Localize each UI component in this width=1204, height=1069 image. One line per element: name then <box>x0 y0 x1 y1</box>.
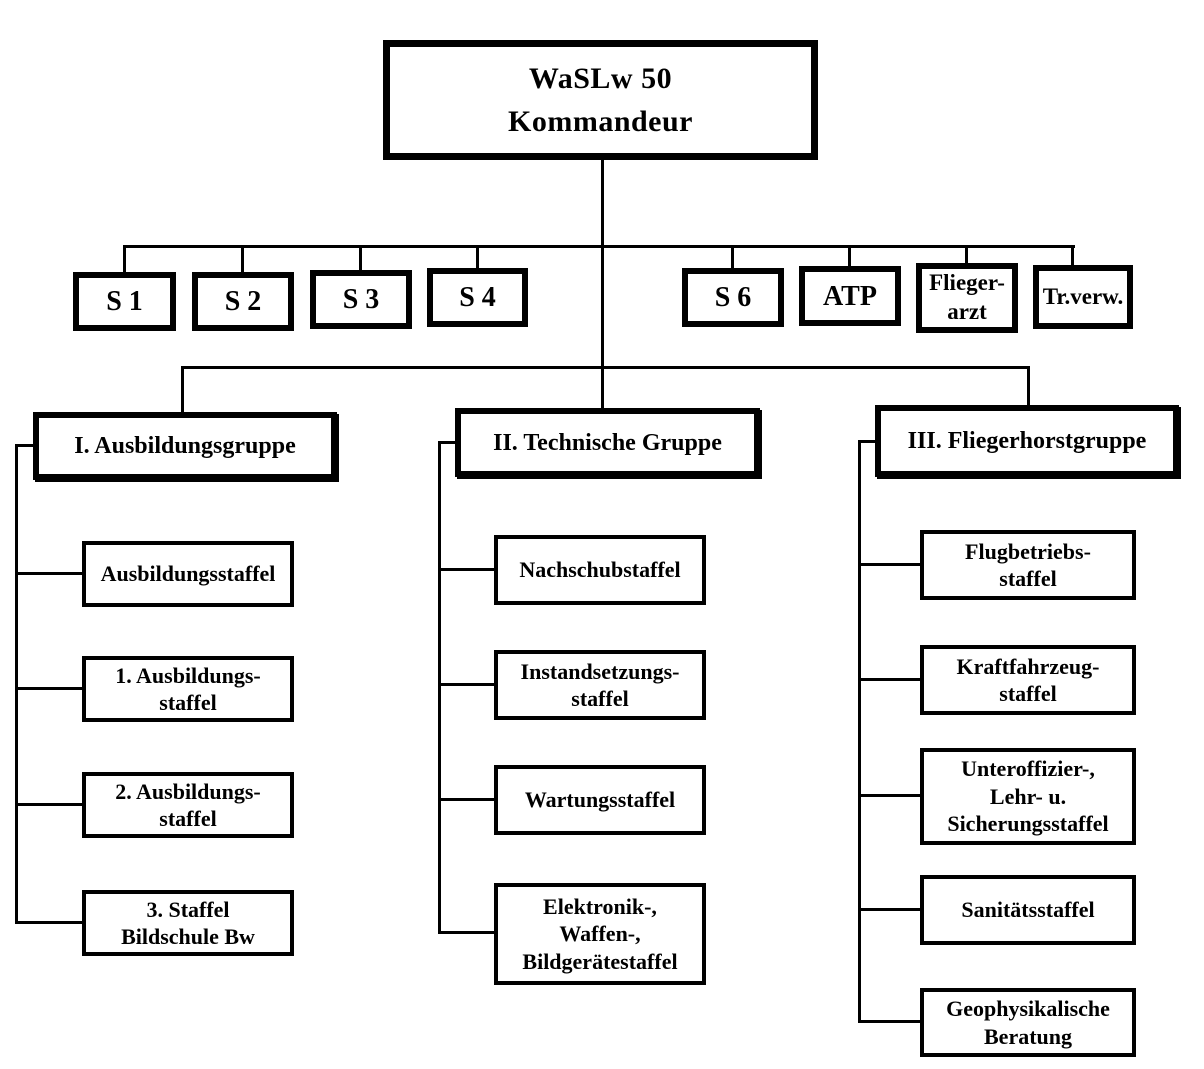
connector-stub-group-1-child-3 <box>15 803 85 806</box>
unit-box-3-staffel-bildschule: 3. Staffel Bildschule Bw <box>82 890 294 956</box>
unit-box-elektronik-waffen-bildgeraete: Elektronik-, Waffen-, Bildgerätestaffel <box>494 883 706 985</box>
group-header-ausbildungsgruppe: I. Ausbildungsgruppe <box>33 412 337 480</box>
connector-stub-group-1-child-4 <box>15 921 85 924</box>
connector-spine-group-2 <box>438 441 441 934</box>
connector-stub-group-1-child-1 <box>15 572 85 575</box>
connector-staff-drop-fliegerarzt <box>965 245 968 267</box>
staff-box-atp: ATP <box>799 266 901 326</box>
unit-box-1-ausbildungsstaffel: 1. Ausbildungs- staffel <box>82 656 294 722</box>
connector-stub-group-3-child-4 <box>858 908 924 911</box>
unit-box-nachschubstaffel: Nachschubstaffel <box>494 535 706 605</box>
group-header-fliegerhorstgruppe: III. Fliegerhorstgruppe <box>875 405 1179 477</box>
staff-box-s4: S 4 <box>427 268 528 327</box>
connector-staff-rail <box>123 245 1075 248</box>
unit-box-wartungsstaffel: Wartungsstaffel <box>494 765 706 835</box>
connector-stub-group-1-header <box>15 444 37 447</box>
connector-stub-group-2-child-3 <box>438 798 498 801</box>
unit-box-instandsetzungsstaffel: Instandsetzungs- staffel <box>494 650 706 720</box>
connector-stub-group-3-child-5 <box>858 1020 924 1023</box>
connector-spine-group-3 <box>858 440 861 1023</box>
unit-box-unteroffizier-lehr-sicherungsstaffel: Unteroffizier-, Lehr- u. Sicherungsstaff… <box>920 748 1136 845</box>
connector-stub-group-2-child-2 <box>438 683 498 686</box>
connector-staff-drop-s3 <box>359 245 362 275</box>
connector-stub-group-2-header <box>438 441 458 444</box>
connector-staff-drop-trverw <box>1071 245 1074 269</box>
connector-stub-group-1-child-2 <box>15 687 85 690</box>
unit-box-sanitaetsstaffel: Sanitätsstaffel <box>920 875 1136 945</box>
connector-staff-drop-s6 <box>731 245 734 273</box>
staff-box-s2: S 2 <box>192 272 294 331</box>
unit-box-ausbildungsstaffel: Ausbildungsstaffel <box>82 541 294 607</box>
staff-box-s6: S 6 <box>682 268 784 327</box>
connector-stub-group-3-child-2 <box>858 678 924 681</box>
staff-box-s3: S 3 <box>310 270 412 329</box>
connector-stub-group-2-child-1 <box>438 568 498 571</box>
connector-staff-drop-s4 <box>476 245 479 273</box>
connector-group-drop-3 <box>1027 366 1030 409</box>
unit-box-2-ausbildungsstaffel: 2. Ausbildungs- staffel <box>82 772 294 838</box>
unit-box-geophysikalische-beratung: Geophysikalische Beratung <box>920 988 1136 1057</box>
connector-staff-drop-atp <box>848 245 851 271</box>
connector-group-rail <box>181 366 1030 369</box>
staff-box-fliegerarzt: Flieger- arzt <box>916 263 1018 333</box>
connector-group-drop-1 <box>181 366 184 416</box>
connector-staff-drop-s2 <box>241 245 244 275</box>
unit-box-flugbetriebsstaffel: Flugbetriebs- staffel <box>920 530 1136 600</box>
connector-stub-group-3-child-3 <box>858 794 924 797</box>
root-box-kommandeur: WaSLw 50 Kommandeur <box>383 40 818 160</box>
connector-center-vertical <box>601 245 604 413</box>
group-header-technische-gruppe: II. Technische Gruppe <box>455 408 760 477</box>
staff-box-s1: S 1 <box>73 272 176 331</box>
unit-box-kraftfahrzeugstaffel: Kraftfahrzeug- staffel <box>920 645 1136 715</box>
connector-stub-group-2-child-4 <box>438 931 498 934</box>
staff-box-trverw: Tr.verw. <box>1033 265 1133 329</box>
connector-staff-drop-s1 <box>123 245 126 275</box>
connector-spine-group-1 <box>15 444 18 924</box>
connector-root-vertical <box>601 158 604 250</box>
connector-stub-group-3-header <box>858 440 878 443</box>
connector-stub-group-3-child-1 <box>858 563 924 566</box>
